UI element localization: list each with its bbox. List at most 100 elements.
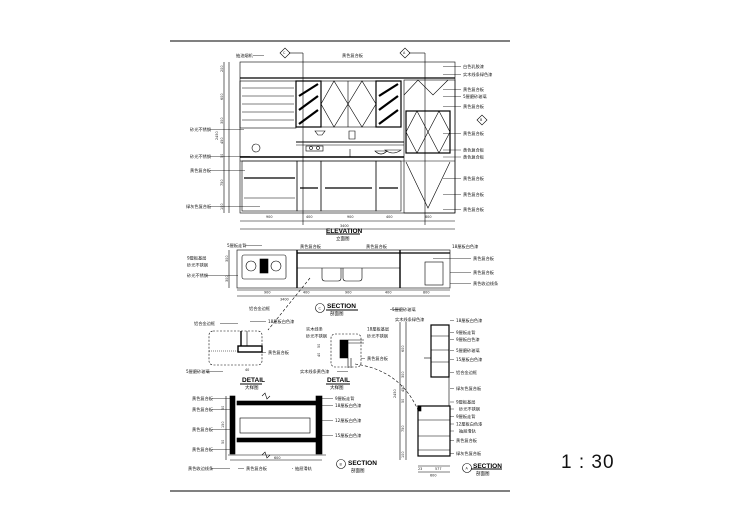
elevation-label: 黄色复合板 — [463, 86, 485, 93]
section-a-dim: 600 — [401, 346, 405, 352]
elevation-dim: 400 — [306, 215, 312, 219]
section-b-label: 18厘板白色漆 — [335, 402, 361, 409]
elevation-drawing — [223, 47, 488, 235]
section-b-dim: 50 — [221, 440, 225, 444]
section-a-dim-total: 600 — [430, 474, 436, 478]
section-a-label: 9厘板走背 — [456, 329, 475, 336]
elevation-label: 黄色复合板 — [463, 191, 485, 198]
annotation-labels: 抽油烟机黄色复合板砂光不锈钢砂光不锈钢黄色复合板绿灰色复合板白色乳胶漆实木线条绿… — [186, 52, 499, 472]
elevation-dim: 50 — [220, 154, 224, 158]
elevation-dim-left-total: 2450 — [215, 131, 219, 140]
elevation-dim-total: 3400 — [340, 224, 349, 228]
detail-1-label: 黄色复合板 — [268, 349, 290, 356]
section-c-label: 黄色收边线条 — [473, 280, 499, 287]
section-b-label: 抽屉滑轨 — [295, 465, 313, 472]
section-a-label: 18厘板白色漆 — [456, 317, 482, 324]
section-c-dim: 300 — [225, 256, 229, 262]
section-a-label: 9厘板走背 — [456, 413, 475, 420]
section-c-label: 黄色复合板 — [473, 255, 495, 262]
detail-1-dim: 40 — [245, 368, 249, 372]
section-b-label: 12厘板白色漆 — [335, 417, 361, 424]
elevation-label: 绿灰色复合板 — [186, 203, 212, 210]
detail-2-dim: 50 — [317, 344, 321, 348]
detail-2-label: 黄色复合板 — [367, 355, 389, 362]
elevation-title: ELEVATION — [326, 228, 363, 235]
detail-1-subtitle: 大样图 — [245, 384, 259, 391]
section-a-label: 9厘板白色漆 — [456, 336, 480, 343]
detail-2-label: 18厘板基层 — [367, 326, 389, 333]
section-c-label: 18厘板白色漆 — [452, 243, 478, 250]
section-c-title: SECTION — [327, 303, 356, 310]
detail-1-title: DETAIL — [242, 377, 265, 384]
section-a-marker — [462, 463, 472, 473]
section-a-dim: 100 — [401, 452, 405, 458]
section-c-plan — [228, 249, 451, 331]
section-a-label: 实木线条绿色漆 — [395, 316, 424, 323]
section-c-label: 铝合金边框 — [249, 305, 271, 312]
section-c-label: 砂光不锈钢 — [187, 262, 208, 269]
section-b-dim: 150 — [221, 422, 225, 428]
detail-2-label: 实木线条 — [306, 326, 324, 333]
elevation-label: 黄色复合板 — [463, 154, 485, 161]
section-a-dim: 577 — [435, 467, 441, 471]
section-c-dim: 400 — [303, 291, 309, 295]
section-b-label: 9厘板走背 — [335, 395, 354, 402]
section-c-marker — [315, 303, 325, 313]
detail-1-drawing — [208, 330, 263, 385]
detail-2-label: 实木线条黄色漆 — [300, 368, 329, 375]
section-c-label: 5厘板走背 — [227, 242, 246, 249]
elevation-label: 黄色复合板 — [190, 167, 212, 174]
section-b-label: 黄色复合板 — [192, 406, 214, 413]
elevation-label: 黄色复合板 — [342, 52, 364, 59]
section-c-subtitle: 剖面图 — [330, 310, 344, 317]
section-a-dim: 300 — [401, 372, 405, 378]
elevation-dim: 750 — [220, 180, 224, 186]
elevation-label: 砂光不锈钢 — [190, 153, 211, 160]
section-c-label: 5厘磨砂玻璃 — [392, 306, 416, 313]
section-a-dim-left-total: 2450 — [393, 389, 397, 398]
section-c-dim: 400 — [385, 291, 391, 295]
section-c-dim-total: 3400 — [280, 298, 289, 302]
detail-1-label: 5厘磨砂玻璃 — [186, 368, 210, 375]
section-a-label: 9厘板基层 — [456, 399, 475, 406]
elevation-label: 实木线条绿色漆 — [463, 71, 492, 78]
section-b-label: 黄色复合板 — [192, 446, 214, 453]
section-a-dim: 23 — [418, 467, 422, 471]
elevation-label: 砂光不锈钢 — [190, 126, 211, 133]
drawing-scale: 1 : 30 — [561, 452, 615, 473]
elevation-subtitle: 立面图 — [336, 235, 350, 242]
elevation-dim: 900 — [347, 215, 353, 219]
section-c-dim: 900 — [264, 291, 270, 295]
section-a-drawing — [399, 322, 502, 473]
section-c-label: 黄色复合板 — [300, 243, 322, 250]
section-b-drawing — [225, 392, 326, 461]
elevation-label: 黄色复合板 — [463, 175, 485, 182]
elevation-label: 黄色复合板 — [463, 103, 485, 110]
detail-2-label: 砂光不锈钢 — [367, 333, 388, 340]
elevation-dim: 100 — [220, 204, 224, 210]
section-b-label: 黄色复合板 — [192, 395, 214, 402]
elevation-label: 白色乳胶漆 — [463, 63, 484, 70]
section-b-label: 黄色收边线条 — [188, 465, 214, 472]
detail-2-dim: 40 — [317, 353, 321, 357]
section-c-label: 黄色复合板 — [366, 243, 388, 250]
section-b-title: SECTION — [348, 460, 377, 467]
elevation-label: 黄色复合板 — [463, 206, 485, 213]
section-a-label: 绿灰色复合板 — [456, 450, 482, 457]
section-b-marker-label: B — [340, 463, 343, 467]
section-a-marker-label: A — [466, 467, 469, 471]
detail-1-label: 18厘板白色漆 — [268, 318, 294, 325]
section-c-dim: 300 — [225, 276, 229, 282]
section-c-label: 黄色复合板 — [473, 269, 495, 276]
elevation-label: 黄色复合板 — [463, 130, 485, 137]
section-a-dim: 450 — [401, 386, 405, 392]
section-c-label: 9厘板基层 — [187, 255, 206, 262]
section-a-label: 铝合金边框 — [456, 369, 478, 376]
elevation-label: 抽油烟机 — [236, 52, 254, 59]
detail-2-drawing — [326, 333, 419, 411]
elevation-dim: 600 — [220, 94, 224, 100]
section-a-label: 15厘板白色漆 — [456, 356, 482, 363]
section-a-label: 绿灰色复合板 — [456, 385, 482, 392]
section-a-title: SECTION — [473, 463, 502, 470]
